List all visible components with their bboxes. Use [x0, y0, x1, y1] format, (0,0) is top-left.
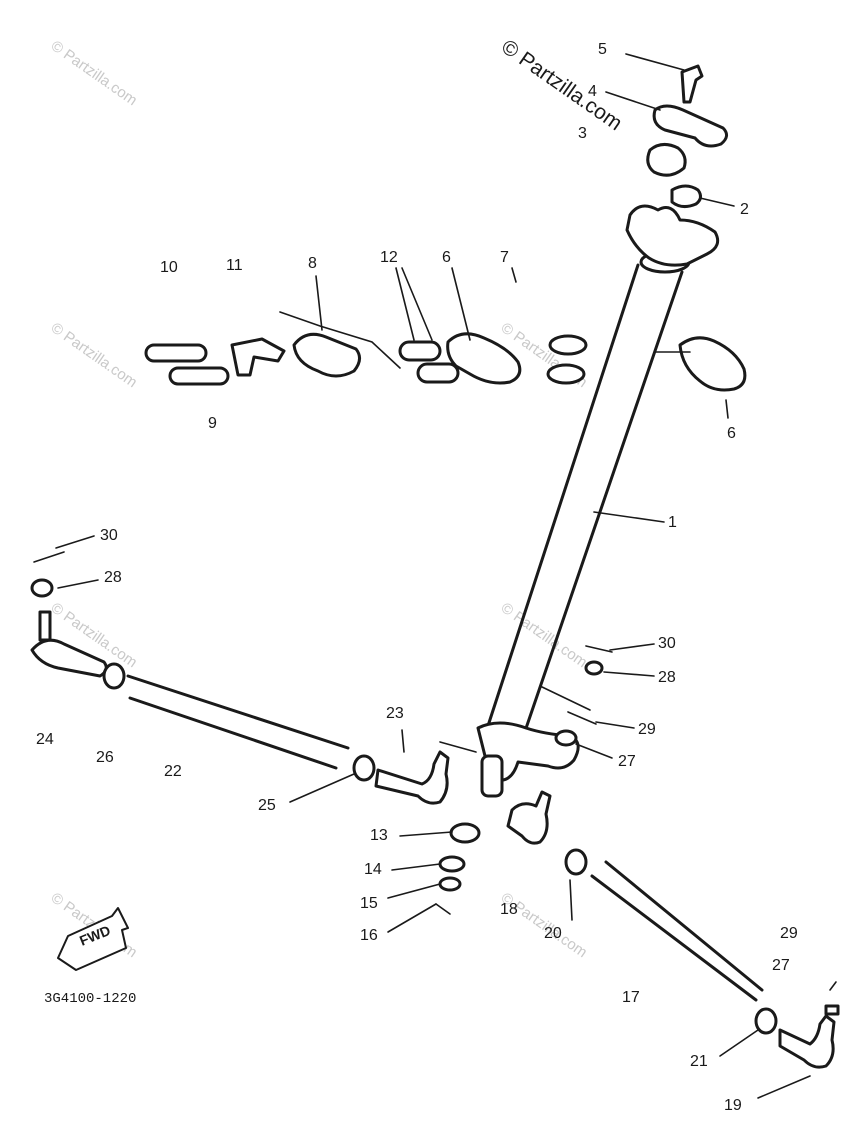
- small-hardware: [435, 822, 481, 915]
- callout-20: 20: [544, 925, 562, 942]
- callout-7: 7: [500, 249, 509, 266]
- callout-11: 11: [226, 257, 243, 274]
- upper-bracket-parts: [646, 64, 728, 209]
- callout-23: 23: [386, 705, 404, 722]
- callout-4: 4: [588, 83, 597, 100]
- callout-19: 19: [724, 1097, 742, 1114]
- watermark: © Partzilla.com: [48, 319, 141, 391]
- callout-29: 29: [780, 925, 798, 942]
- callout-3: 3: [578, 125, 587, 142]
- callout-28: 28: [104, 569, 122, 586]
- left-tie-rod: [30, 551, 450, 805]
- callout-labels: 1 2 3 4 5 6 6 7 8 9 10 11 12 13 14 15 16…: [36, 41, 798, 1114]
- callout-28: 28: [658, 669, 676, 686]
- callout-6: 6: [727, 425, 736, 442]
- callout-9: 9: [208, 415, 217, 432]
- callout-22: 22: [164, 763, 182, 780]
- callout-12: 12: [380, 249, 398, 266]
- callout-5: 5: [598, 41, 607, 58]
- callout-21: 21: [690, 1053, 708, 1070]
- callout-15: 15: [360, 895, 378, 912]
- callout-24: 24: [36, 731, 54, 748]
- shaft-hardware: [554, 645, 613, 747]
- callout-8: 8: [308, 255, 317, 272]
- callout-18: 18: [500, 901, 518, 918]
- callout-29: 29: [638, 721, 656, 738]
- callout-10: 10: [160, 259, 178, 276]
- callout-17: 17: [622, 989, 640, 1006]
- callout-6: 6: [442, 249, 451, 266]
- callout-25: 25: [258, 797, 276, 814]
- callout-27: 27: [772, 957, 790, 974]
- callout-16: 16: [360, 927, 378, 944]
- right-tie-rod: [506, 790, 840, 1069]
- callout-2: 2: [740, 201, 749, 218]
- callout-27: 27: [618, 753, 636, 770]
- callout-14: 14: [364, 861, 382, 878]
- callout-1: 1: [668, 514, 677, 531]
- callout-13: 13: [370, 827, 388, 844]
- callout-30: 30: [658, 635, 676, 652]
- watermark: © Partzilla.com: [498, 599, 591, 671]
- diagram-code: 3G4100-1220: [44, 991, 136, 1007]
- callout-30: 30: [100, 527, 118, 544]
- linkage-parts: [144, 311, 747, 392]
- watermark: © Partzilla.com: [48, 37, 141, 109]
- callout-26: 26: [96, 749, 114, 766]
- steering-shaft: [476, 204, 720, 798]
- forward-arrow-icon: FWD: [57, 907, 129, 971]
- leader-lines: [55, 53, 811, 1099]
